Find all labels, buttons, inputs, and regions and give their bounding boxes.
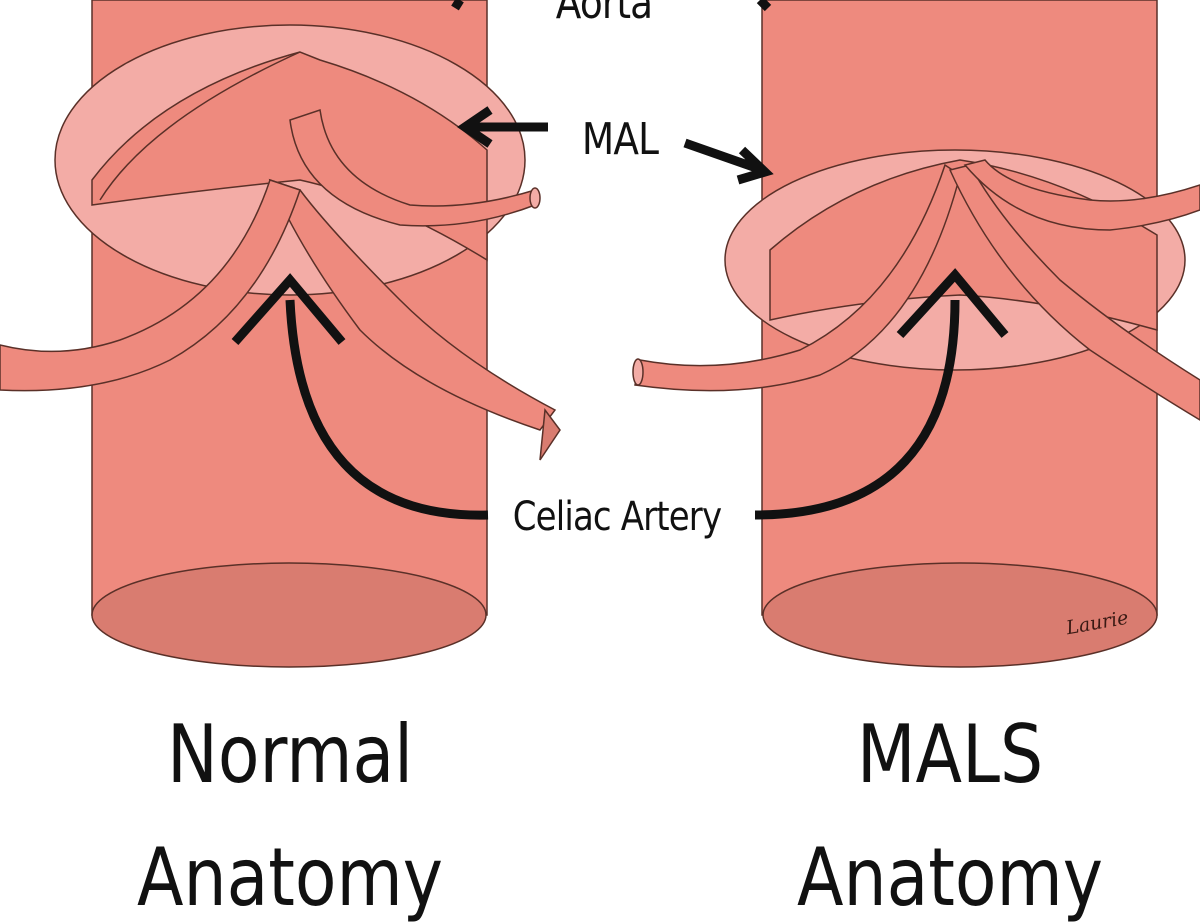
aorta-label: Aorta [555, 0, 653, 29]
mals-title-line1: MALS [856, 708, 1044, 801]
mals-diagram [0, 0, 1200, 668]
mals-aorta-base [762, 562, 1158, 668]
celiac-artery-label: Celiac Artery [512, 494, 722, 540]
mals-celiac-branch [634, 163, 961, 392]
normal-title-line1: Normal [166, 708, 414, 801]
normal-title-line2: Anatomy [136, 831, 444, 924]
mal-label: MAL [581, 114, 659, 165]
mals-title-line2: Anatomy [796, 831, 1104, 924]
mal-arrow-right [683, 138, 774, 185]
normal-aorta-base [91, 562, 487, 668]
annotation-arrows [231, 0, 1009, 520]
normal-aorta [0, 0, 561, 668]
mals-aorta [632, 0, 1200, 668]
celiac-arrow-right [754, 268, 1009, 520]
normal-celiac-branch [0, 179, 301, 392]
mal-arrow-left [456, 106, 548, 148]
celiac-arrow-left [231, 273, 489, 520]
